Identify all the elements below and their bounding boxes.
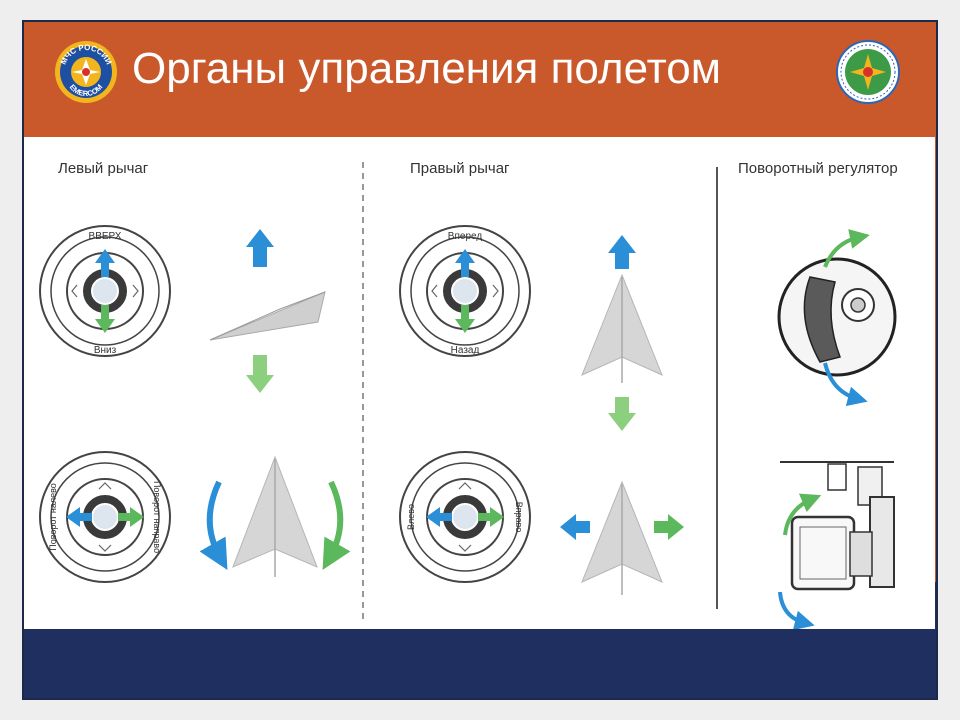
climb-arrow-icon (246, 229, 274, 267)
dial-down-curve-icon (823, 362, 868, 407)
right-plane-roll (560, 480, 684, 595)
roll-plane-right-arrow-icon (654, 514, 684, 540)
dial-heading: Поворотный регулятор (738, 160, 898, 177)
emblem-bottom-text: EMERCOM (68, 82, 105, 98)
training-center-emblem (836, 40, 900, 104)
label-forward: Вперед (448, 231, 483, 242)
roll-right-arrow-icon (478, 507, 504, 527)
yaw-right-curve-icon (322, 480, 351, 571)
gimbal-camera (778, 461, 895, 629)
forward-arrow-icon (455, 249, 475, 277)
right-stick-heading: Правый рычаг (410, 160, 510, 177)
roll-left-arrow-icon (426, 507, 452, 527)
left-plane-yaw (199, 455, 351, 577)
svg-text:EMERCOM: EMERCOM (68, 82, 105, 98)
gimbal-dial-wheel (777, 229, 897, 407)
pitch-forward-arrow-icon (608, 235, 636, 269)
label-left: Влево (406, 504, 416, 530)
label-right: Вправо (514, 502, 524, 533)
slide-title: Органы управления полетом (132, 44, 721, 93)
roll-plane-left-arrow-icon (560, 514, 590, 540)
descend-arrow-icon (246, 355, 274, 393)
label-rotate-right: Поворот направо (152, 481, 162, 553)
dial-up-curve-icon (823, 229, 870, 268)
left-stick-yaw: Поворот налево Поворот направо (39, 451, 171, 583)
label-up: ВВЕРХ (89, 231, 122, 242)
right-plane-pitch (581, 235, 663, 431)
label-back: Назад (451, 345, 480, 356)
back-arrow-icon (455, 305, 475, 333)
pitch-back-arrow-icon (608, 397, 636, 431)
emercom-emblem: МЧС РОССИИ EMERCOM (55, 41, 117, 103)
yaw-left-curve-icon (199, 480, 228, 571)
down-arrow-icon (95, 305, 115, 333)
diagram-panel: Левый рычаг Правый рычаг Поворотный регу… (24, 137, 935, 629)
tilt-up-curve-icon (783, 493, 822, 536)
tilt-down-curve-icon (778, 591, 815, 629)
up-arrow-icon (95, 249, 115, 277)
right-stick-roll: Влево Вправо (399, 451, 531, 583)
yaw-right-arrow-icon (118, 507, 144, 527)
left-stick-heading: Левый рычаг (58, 160, 149, 177)
yaw-left-arrow-icon (66, 507, 92, 527)
left-plane-altitude (209, 229, 326, 393)
right-stick-pitch: Вперед Назад (399, 225, 531, 357)
left-stick-throttle: ВВЕРХ Вниз (39, 225, 171, 357)
label-down: Вниз (94, 345, 117, 356)
slide-frame: Органы управления полетом МЧС РОССИИ EME… (22, 20, 938, 700)
label-rotate-left: Поворот налево (48, 483, 58, 551)
flight-controls-diagram: Левый рычаг Правый рычаг Поворотный регу… (39, 160, 898, 629)
